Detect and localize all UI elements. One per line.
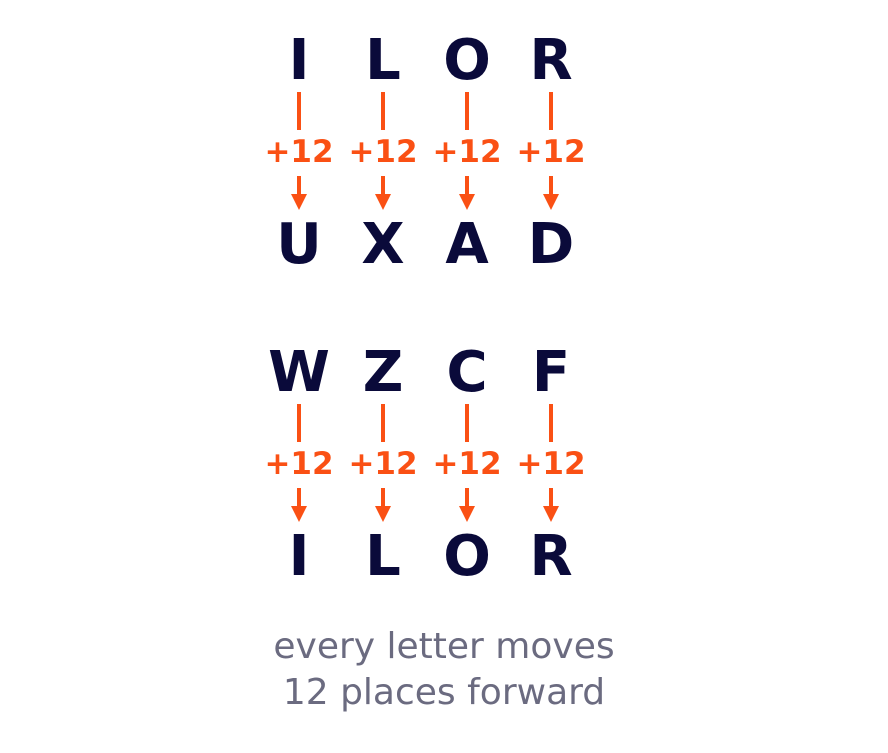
output-letter: U	[276, 212, 322, 277]
output-letter: I	[288, 524, 310, 589]
connector-line	[465, 404, 469, 442]
input-letter: R	[529, 28, 573, 93]
connector-line	[297, 92, 301, 130]
arrow-stem	[297, 488, 301, 508]
arrow-stem	[381, 176, 385, 196]
caption-line-1: every letter moves	[273, 626, 615, 667]
connector-line	[381, 404, 385, 442]
caption: every letter moves 12 places forward	[0, 624, 888, 716]
arrow-down-icon	[375, 194, 391, 210]
shift-label: +12	[516, 446, 586, 482]
connector-line	[549, 92, 553, 130]
arrow-down-icon	[543, 506, 559, 522]
shift-label: +12	[432, 134, 502, 170]
arrow-down-icon	[291, 194, 307, 210]
arrow-stem	[465, 488, 469, 508]
shift-label: +12	[264, 446, 334, 482]
arrow-down-icon	[375, 506, 391, 522]
connector-line	[465, 92, 469, 130]
arrow-down-icon	[543, 194, 559, 210]
shift-label: +12	[348, 446, 418, 482]
arrow-stem	[381, 488, 385, 508]
connector-line	[381, 92, 385, 130]
shift-label: +12	[348, 134, 418, 170]
shift-label: +12	[264, 134, 334, 170]
output-letter: O	[443, 524, 491, 589]
input-letter: Z	[362, 340, 404, 405]
arrow-down-icon	[291, 506, 307, 522]
output-letter: D	[527, 212, 575, 277]
output-letter: A	[445, 212, 489, 277]
caption-line-2: 12 places forward	[282, 672, 606, 713]
arrow-down-icon	[459, 506, 475, 522]
shift-label: +12	[516, 134, 586, 170]
input-letter: W	[268, 340, 330, 405]
connector-line	[549, 404, 553, 442]
connector-line	[297, 404, 301, 442]
input-letter: L	[365, 28, 401, 93]
arrow-down-icon	[459, 194, 475, 210]
output-letter: R	[529, 524, 573, 589]
input-letter: I	[288, 28, 310, 93]
input-letter: O	[443, 28, 491, 93]
arrow-stem	[465, 176, 469, 196]
output-letter: L	[365, 524, 401, 589]
input-letter: C	[446, 340, 488, 405]
arrow-stem	[297, 176, 301, 196]
arrow-stem	[549, 176, 553, 196]
arrow-stem	[549, 488, 553, 508]
input-letter: F	[531, 340, 571, 405]
shift-label: +12	[432, 446, 502, 482]
output-letter: X	[361, 212, 405, 277]
